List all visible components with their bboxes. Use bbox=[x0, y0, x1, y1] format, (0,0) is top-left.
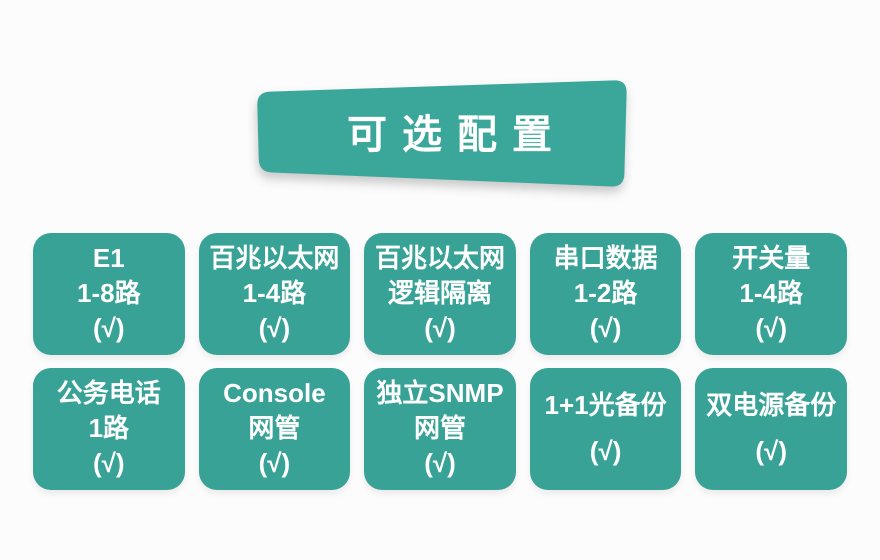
card-check-mark: (√) bbox=[93, 313, 125, 344]
card-check-mark: (√) bbox=[755, 436, 787, 467]
card-line: 网管 bbox=[413, 413, 466, 444]
banner: 可选配置 bbox=[0, 0, 880, 230]
card-line: 开关量 bbox=[732, 243, 811, 274]
card-check-mark: (√) bbox=[755, 313, 787, 344]
card-line: 1路 bbox=[88, 413, 130, 444]
banner-ribbon-path bbox=[257, 80, 627, 187]
banner-ribbon-shape bbox=[257, 80, 627, 187]
option-card-e1: E1 1-8路 (√) bbox=[33, 233, 185, 355]
card-check-mark: (√) bbox=[258, 313, 291, 344]
card-check-mark: (√) bbox=[589, 313, 622, 344]
card-check-mark: (√) bbox=[93, 448, 125, 479]
option-card-serial-data: 串口数据 1-2路 (√) bbox=[529, 233, 682, 355]
card-line: 逻辑隔离 bbox=[387, 278, 492, 309]
banner-title: 可选配置 bbox=[347, 113, 567, 157]
option-card-service-phone: 公务电话 1路 (√) bbox=[33, 368, 185, 490]
card-line: 1-4路 bbox=[242, 278, 307, 309]
option-card-optical-backup: 1+1光备份 (√) bbox=[529, 368, 682, 490]
option-card-fe-logical-isolation: 百兆以太网 逻辑隔离 (√) bbox=[364, 233, 516, 355]
option-card-switch-signal: 开关量 1-4路 (√) bbox=[695, 233, 847, 355]
card-check-mark: (√) bbox=[589, 436, 622, 467]
card-check-mark: (√) bbox=[424, 313, 456, 344]
card-line: 独立SNMP bbox=[376, 378, 504, 409]
card-check-mark: (√) bbox=[424, 448, 456, 479]
card-line: E1 bbox=[92, 243, 125, 274]
card-line: 1-2路 bbox=[573, 278, 638, 309]
card-line: 1-8路 bbox=[77, 278, 141, 309]
option-card-console-nms: Console 网管 (√) bbox=[198, 368, 351, 490]
card-line: 1+1光备份 bbox=[544, 389, 667, 420]
card-line: 百兆以太网 bbox=[209, 243, 340, 274]
option-card-fast-ethernet: 百兆以太网 1-4路 (√) bbox=[198, 233, 351, 355]
card-line: Console bbox=[223, 378, 326, 409]
card-line: 双电源备份 bbox=[706, 389, 837, 420]
card-line: 网管 bbox=[248, 413, 301, 444]
option-card-snmp-nms: 独立SNMP 网管 (√) bbox=[364, 368, 516, 490]
card-line: 公务电话 bbox=[56, 378, 161, 409]
options-grid: E1 1-8路 (√) 百兆以太网 1-4路 (√) 百兆以太网 逻辑隔离 (√… bbox=[33, 233, 847, 490]
card-check-mark: (√) bbox=[258, 448, 291, 479]
card-line: 1-4路 bbox=[739, 278, 803, 309]
card-line: 串口数据 bbox=[553, 243, 658, 274]
card-line: 百兆以太网 bbox=[374, 243, 505, 274]
option-card-dual-power-backup: 双电源备份 (√) bbox=[695, 368, 847, 490]
